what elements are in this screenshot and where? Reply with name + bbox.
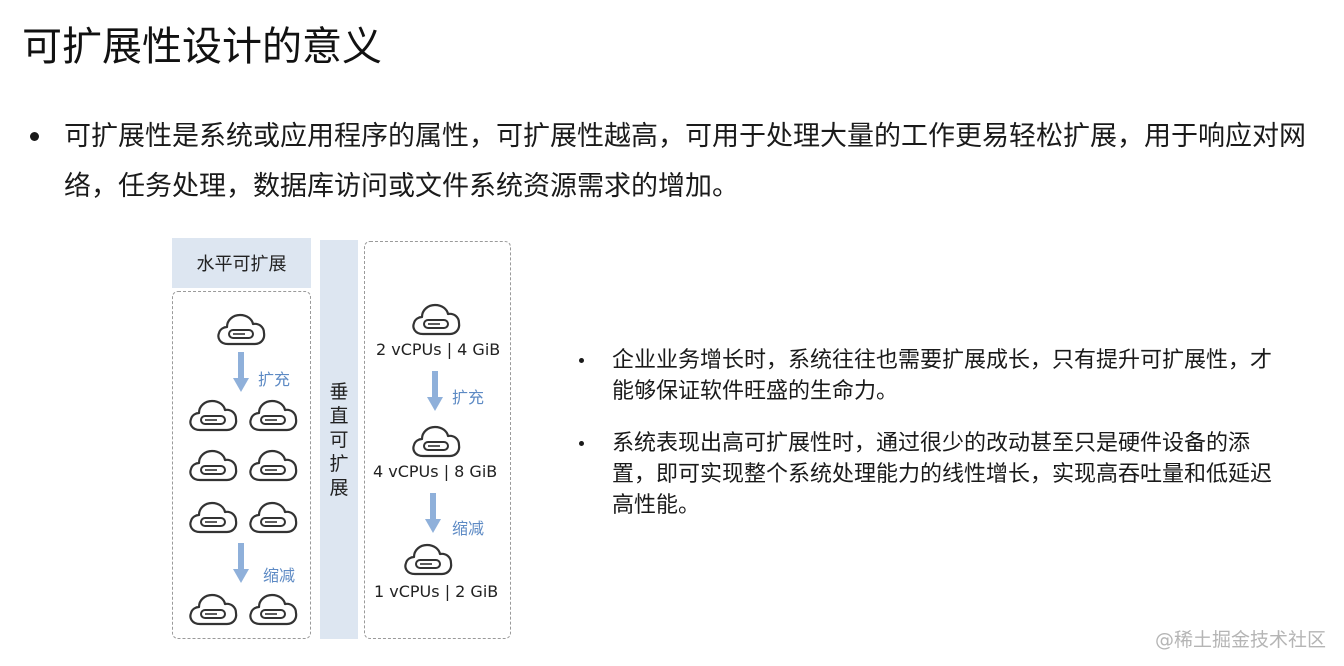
cloud-server-icon [247,498,299,536]
cloud-server-icon [187,396,239,434]
bullet-icon [579,358,584,363]
benefit-list: 企业业务增长时，系统往往也需要扩展成长，只有提升可扩展性，才能够保证软件旺盛的生… [578,345,1278,542]
watermark: @稀土掘金技术社区 [1154,629,1326,651]
vertical-scaling-label: 垂直可扩展 [329,380,349,499]
cloud-server-icon [247,590,299,628]
bullet-icon [579,441,584,446]
spec-label-bottom: 1 vCPUs | 2 GiB [374,582,499,601]
list-item: 系统表现出高可扩展性时，通过很少的改动甚至只是硬件设备的添置，即可实现整个系统处… [578,428,1278,521]
page-title: 可扩展性设计的意义 [22,24,382,70]
cloud-server-icon [247,446,299,484]
spec-label-mid: 4 vCPUs | 8 GiB [373,462,498,481]
arrow-down-icon [233,352,249,392]
intro-text: 可扩展性是系统或应用程序的属性，可扩展性越高，可用于处理大量的工作更易轻松扩展，… [64,121,1306,202]
horizontal-scaling-box [172,291,311,639]
horizontal-scaling-label: 水平可扩展 [196,254,287,275]
vertical-scaling-box [364,241,511,639]
cloud-server-icon [187,446,239,484]
cloud-server-icon [247,396,299,434]
horizontal-scaling-header: 水平可扩展 [172,238,311,288]
cloud-server-icon [187,498,239,536]
cloud-server-icon [215,310,267,348]
vertical-scaling-header: 垂直可扩展 [320,240,358,639]
bullet-icon [30,132,39,141]
intro-bullet: 可扩展性是系统或应用程序的属性，可扩展性越高，可用于处理大量的工作更易轻松扩展，… [30,112,1320,212]
cloud-server-icon [410,422,462,460]
vertical-expand-label: 扩充 [452,388,485,407]
list-item: 企业业务增长时，系统往往也需要扩展成长，只有提升可扩展性，才能够保证软件旺盛的生… [578,345,1278,407]
arrow-down-icon [233,543,249,583]
list-item-text: 企业业务增长时，系统往往也需要扩展成长，只有提升可扩展性，才能够保证软件旺盛的生… [612,348,1273,404]
vertical-shrink-label: 缩减 [452,519,485,538]
arrow-down-icon [425,493,441,533]
list-item-text: 系统表现出高可扩展性时，通过很少的改动甚至只是硬件设备的添置，即可实现整个系统处… [612,431,1273,518]
arrow-down-icon [427,371,443,411]
spec-label-top: 2 vCPUs | 4 GiB [376,340,501,359]
horizontal-expand-label: 扩充 [258,370,291,389]
cloud-server-icon [187,590,239,628]
cloud-server-icon [402,540,454,578]
cloud-server-icon [410,300,462,338]
horizontal-shrink-label: 缩减 [263,566,296,585]
